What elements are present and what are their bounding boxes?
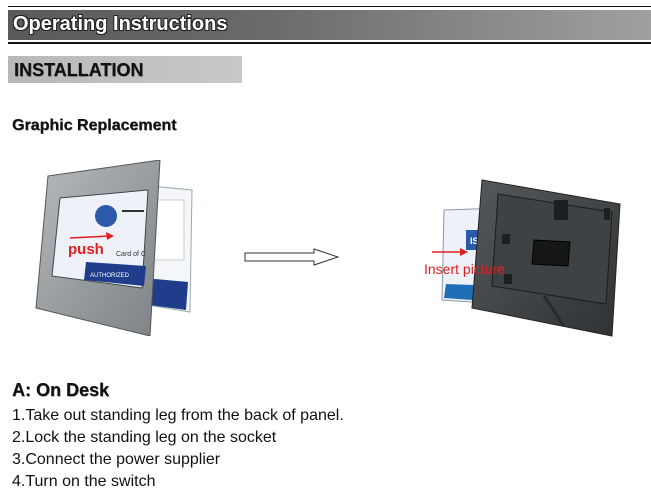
steps-list: 1.Take out standing leg from the back of… [12,405,344,493]
step-item: 3.Connect the power supplier [12,451,221,468]
direction-arrow [244,248,340,271]
step-item: 4.Turn on the switch [12,473,156,490]
section-title: INSTALLATION [14,60,144,80]
title-underline [8,42,651,44]
svg-text:Insert picture: Insert picture [424,261,505,277]
graphic-replacement-heading: Graphic Replacement [12,117,177,134]
card-text: Card of C [116,251,146,258]
svg-text:push: push [68,241,104,258]
card-footer: AUTHORIZED [90,273,130,279]
insert-picture-photo: ISA Insert picture [416,178,626,338]
svg-text:Card of C: Card of C [116,251,146,258]
section-bar: INSTALLATION [8,56,242,83]
step-item: 1.Take out standing leg from the back of… [12,407,344,424]
push-card-photo: Card of C AUTHORIZED push [30,160,210,336]
on-desk-heading: A: On Desk [12,380,110,400]
svg-text:AUTHORIZED: AUTHORIZED [90,273,130,279]
page-title: Operating Instructions [13,13,228,35]
step-item: 2.Lock the standing leg on the socket [12,429,277,446]
top-rule [8,6,651,7]
card-logo [95,205,117,227]
insert-picture-label: Insert picture [424,261,505,277]
push-label: push [68,241,104,258]
title-bar: Operating Instructions [8,10,651,40]
